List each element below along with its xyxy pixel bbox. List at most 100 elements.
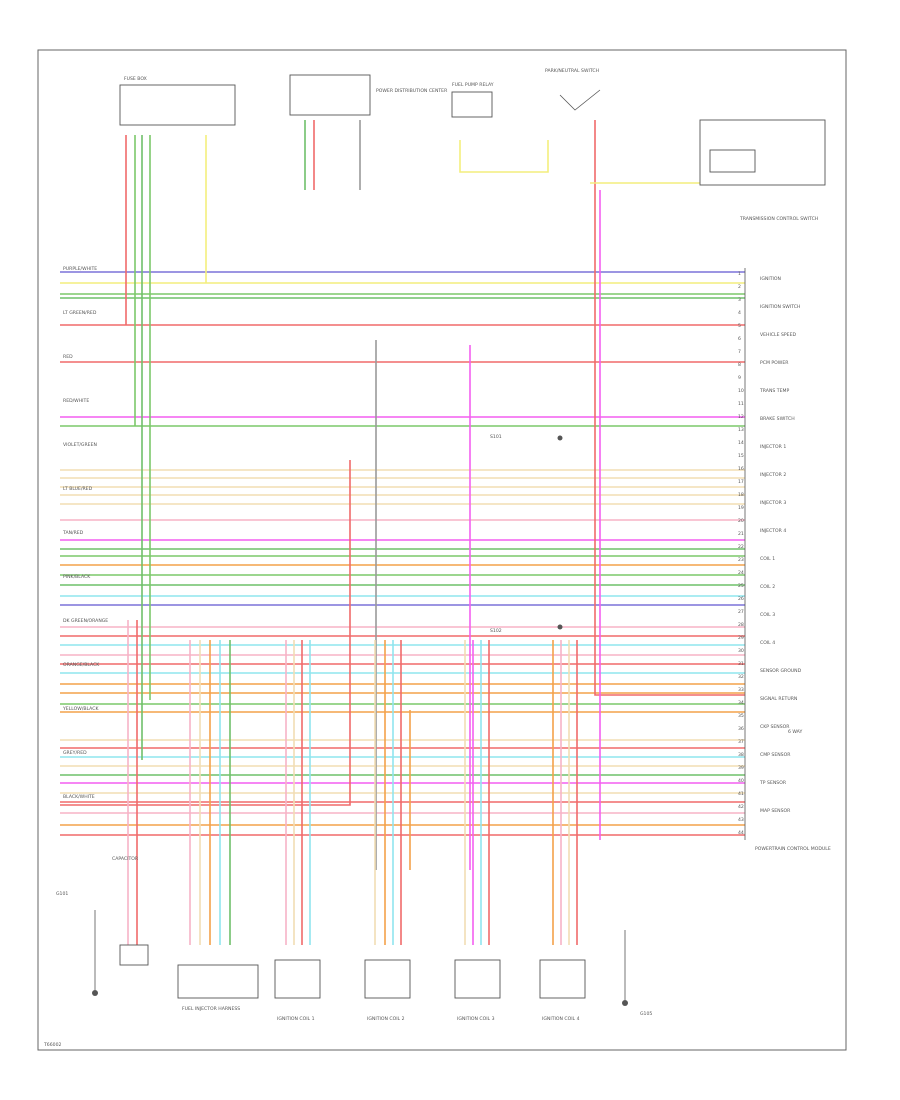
left-wire-label-2: LT GREEN/RED xyxy=(63,310,97,316)
left-fuse-box xyxy=(119,84,236,126)
left-wire-label-11: YELLOW/BLACK xyxy=(62,706,99,712)
pin-label-2: 2 xyxy=(738,284,741,290)
pin-label-19: 19 xyxy=(738,505,744,511)
coil-box-1 xyxy=(274,959,321,999)
right-wire-label-15: SENSOR GROUND xyxy=(760,668,802,674)
left-wire-label-12: GREY/RED xyxy=(63,750,87,756)
pin-label-33: 33 xyxy=(738,687,744,693)
label-layer: FUSE BOX POWER DISTRIBUTION CENTER FUEL PU… xyxy=(56,68,831,1022)
pin-label-36: 36 xyxy=(738,726,744,732)
diagram-frame xyxy=(37,49,847,1051)
pin-label-18: 18 xyxy=(738,492,744,498)
pin-label-13: 13 xyxy=(738,427,744,433)
left-wire-label-9: DK GREEN/ORANGE xyxy=(63,618,108,624)
ground-right-label: G105 xyxy=(640,1011,652,1017)
pin-label-1: 1 xyxy=(738,271,741,277)
relay-label: FUEL PUMP RELAY xyxy=(452,82,494,88)
pin-label-21: 21 xyxy=(738,531,744,537)
pin-label-20: 20 xyxy=(738,518,744,524)
pin-label-31: 31 xyxy=(738,661,744,667)
coil-box-3 xyxy=(454,959,501,999)
splice-2-label: S102 xyxy=(490,628,502,634)
pin-label-7: 7 xyxy=(738,349,741,355)
pin-label-22: 22 xyxy=(738,544,744,550)
right-wire-label-18: CMP SENSOR xyxy=(760,752,791,758)
pin-label-12: 12 xyxy=(738,414,744,420)
pin-label-42: 42 xyxy=(738,804,744,810)
relay-box xyxy=(451,91,493,118)
switch-symbol xyxy=(559,89,601,111)
coil-label-3: IGNITION COIL 3 xyxy=(457,1016,495,1022)
left-wire-label-5: VIOLET/GREEN xyxy=(63,442,97,448)
component-layer xyxy=(92,74,826,1006)
pin-label-15: 15 xyxy=(738,453,744,459)
pin-label-26: 26 xyxy=(738,596,744,602)
right-wire-label-6: BRAKE SWITCH xyxy=(760,416,795,422)
ground-left-dot xyxy=(92,990,98,996)
right-wire-label-10: INJECTOR 4 xyxy=(760,528,786,534)
right-wire-label-17: CKP SENSOR xyxy=(760,724,790,730)
left-wire-label-7: TAN/RED xyxy=(62,530,84,536)
right-wire-label-2: IGNITION SWITCH xyxy=(760,304,800,310)
pin-label-8: 8 xyxy=(738,362,741,368)
right-wire-label-5: TRANS TEMP xyxy=(759,388,789,394)
right-wire-label-20: MAP SENSOR xyxy=(760,808,791,814)
pin-label-23: 23 xyxy=(738,557,744,563)
pin-label-6: 6 xyxy=(738,336,741,342)
coil-label-1: IGNITION COIL 1 xyxy=(277,1016,315,1022)
pin-label-28: 28 xyxy=(738,622,744,628)
right-wire-label-19: TP SENSOR xyxy=(759,780,787,786)
left-wire-label-6: LT BLUE/RED xyxy=(63,486,93,492)
left-wire-label-13: BLACK/WHITE xyxy=(63,794,95,800)
pin-label-9: 9 xyxy=(738,375,741,381)
pin-label-24: 24 xyxy=(738,570,744,576)
coil-box-2 xyxy=(364,959,411,999)
pin-label-29: 29 xyxy=(738,635,744,641)
switch-red xyxy=(594,120,745,696)
trans-label: TRANSMISSION CONTROL SWITCH xyxy=(739,216,818,222)
pcm-note: 6 WAY xyxy=(788,729,802,735)
right-wire-label-3: VEHICLE SPEED xyxy=(760,332,796,338)
pin-label-10: 10 xyxy=(738,388,744,394)
left-wire-label-4: RED/WHITE xyxy=(63,398,89,404)
long-red xyxy=(60,460,351,806)
switch-label: PARK/NEUTRAL SWITCH xyxy=(545,68,599,74)
right-wire-label-4: PCM POWER xyxy=(760,360,789,366)
pin-label-30: 30 xyxy=(738,648,744,654)
coil-box-4 xyxy=(539,959,586,999)
ground-right-dot xyxy=(622,1000,628,1006)
pin-label-44: 44 xyxy=(738,830,744,836)
pin-label-11: 11 xyxy=(738,401,744,407)
trans-inner-box xyxy=(709,149,756,173)
pin-label-32: 32 xyxy=(738,674,744,680)
bottom-mid-box xyxy=(177,964,259,999)
left-fuse-label: FUSE BOX xyxy=(124,76,147,82)
right-wire-label-16: SIGNAL RETURN xyxy=(760,696,797,702)
bottom-mid-label: FUEL INJECTOR HARNESS xyxy=(182,1006,240,1012)
right-wire-label-7: INJECTOR 1 xyxy=(760,444,786,450)
pcm-label: POWERTRAIN CONTROL MODULE xyxy=(755,846,831,852)
pin-label-37: 37 xyxy=(738,739,744,745)
pin-label-40: 40 xyxy=(738,778,744,784)
right-wire-label-9: INJECTOR 3 xyxy=(760,500,786,506)
right-wire-label-13: COIL 3 xyxy=(760,612,775,618)
left-wire-label-10: ORANGE/BLACK xyxy=(63,662,100,668)
pin-label-5: 5 xyxy=(738,323,741,329)
left-wire-label-8: PINK/BLACK xyxy=(63,574,91,580)
pin-label-38: 38 xyxy=(738,752,744,758)
right-wire-label-12: COIL 2 xyxy=(760,584,775,590)
ground-left-label: G101 xyxy=(56,891,68,897)
splice-2-dot xyxy=(557,624,563,630)
pin-label-39: 39 xyxy=(738,765,744,771)
coil-label-4: IGNITION COIL 4 xyxy=(542,1016,580,1022)
pin-label-34: 34 xyxy=(738,700,744,706)
figure-id: T66002 xyxy=(43,1042,61,1048)
right-wire-label-11: COIL 1 xyxy=(760,556,775,562)
pin-label-41: 41 xyxy=(738,791,744,797)
coil-label-2: IGNITION COIL 2 xyxy=(367,1016,405,1022)
center-fuse-label: POWER DISTRIBUTION CENTER xyxy=(376,88,448,94)
pin-label-3: 3 xyxy=(738,297,741,303)
splice-1-dot xyxy=(557,435,563,441)
right-wire-label-14: COIL 4 xyxy=(760,640,775,646)
